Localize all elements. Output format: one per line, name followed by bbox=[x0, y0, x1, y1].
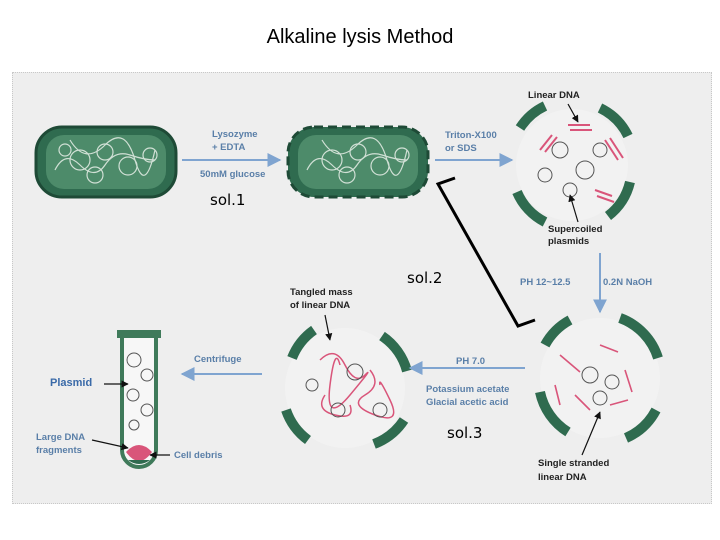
process-arrows bbox=[180, 153, 607, 381]
step1-label-line2: + EDTA bbox=[212, 142, 245, 153]
cell-debris-label: Cell debris bbox=[174, 450, 223, 461]
plasmid-label: Plasmid bbox=[50, 377, 92, 389]
sol2-bracket bbox=[435, 176, 536, 328]
sol2-label: sol.2 bbox=[407, 269, 442, 287]
step2-label-line1: Triton-X100 bbox=[445, 130, 497, 141]
pointer-lines bbox=[91, 103, 601, 459]
neutralized-cell bbox=[281, 325, 412, 449]
step4-label-line2: Potassium acetate bbox=[426, 384, 509, 395]
sol1-label: sol.1 bbox=[210, 191, 245, 209]
step2-label-line2: or SDS bbox=[445, 143, 477, 154]
sol3-label: sol.3 bbox=[447, 424, 482, 442]
step4-label-line1: PH 7.0 bbox=[456, 356, 485, 367]
step5-label: Centrifuge bbox=[194, 354, 242, 365]
intact-cell bbox=[34, 125, 178, 199]
step1-label-line1: Lysozyme bbox=[212, 129, 258, 140]
step4-label-line3: Glacial acetic acid bbox=[426, 397, 509, 408]
supercoiled-label-line2: plasmids bbox=[548, 236, 589, 247]
single-stranded-label-line2: linear DNA bbox=[538, 472, 587, 483]
page-title: Alkaline lysis Method bbox=[266, 26, 454, 48]
single-stranded-label-line1: Single stranded bbox=[538, 458, 609, 469]
linear-dna-label: Linear DNA bbox=[528, 90, 580, 101]
step3-label-line1: PH 12~12.5 bbox=[520, 277, 571, 288]
step1-label-line3: 50mM glucose bbox=[200, 169, 265, 180]
lysed-cell bbox=[512, 101, 635, 227]
tangled-label-line2: of linear DNA bbox=[290, 300, 350, 311]
supercoiled-label-line1: Supercoiled bbox=[548, 224, 603, 235]
permeabilized-cell bbox=[286, 125, 430, 199]
step3-label-line2: 0.2N NaOH bbox=[603, 277, 652, 288]
large-dna-label-line1: Large DNA bbox=[36, 432, 85, 443]
large-dna-label-line2: fragments bbox=[36, 445, 82, 456]
denatured-cell bbox=[535, 313, 663, 443]
tangled-label-line1: Tangled mass bbox=[290, 287, 353, 298]
